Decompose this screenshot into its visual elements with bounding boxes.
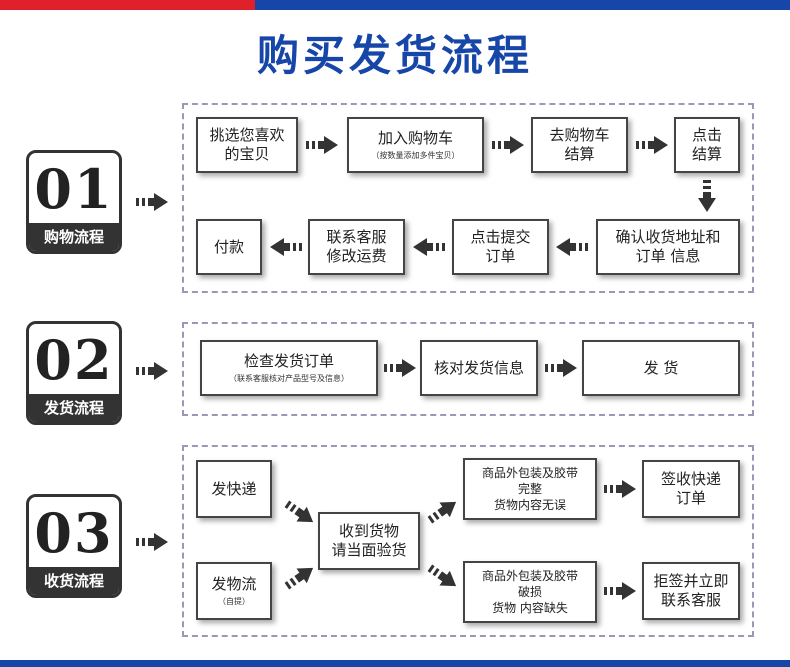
step-inspect-goods-text: 收到货物 请当面验货 — [331, 522, 407, 559]
step-package-intact: 商品外包装及胶带 完整 货物内容无误 — [463, 458, 597, 520]
step-send-logistics: 发物流 （自提） — [196, 562, 272, 620]
step-sign-for-order: 签收快递 订单 — [642, 460, 740, 518]
step-confirm-address-text: 确认收货地址和 订单 信息 — [615, 228, 721, 265]
step-checkout-text: 点击 结算 — [691, 126, 722, 163]
step-contact-service-shipping-text: 联系客服 修改运费 — [326, 228, 387, 265]
step-confirm-address: 确认收货地址和 订单 信息 — [596, 219, 740, 275]
bottom-bar — [0, 660, 790, 667]
step-check-order-note: （联系客服核对产品型号及信息） — [229, 373, 349, 383]
step-send-logistics-note: （自提） — [218, 596, 250, 606]
step-select-item-text: 挑选您喜欢 的宝贝 — [209, 126, 285, 163]
step-check-order: 检查发货订单 （联系客服核对产品型号及信息） — [200, 340, 378, 396]
step-submit-order-text: 点击提交 订单 — [470, 228, 531, 265]
stage-3-number: 03 — [34, 501, 114, 565]
step-add-to-cart: 加入购物车 （按数量添加多件宝贝） — [347, 117, 484, 173]
step-verify-shipping: 核对发货信息 — [420, 340, 538, 396]
step-checkout: 点击 结算 — [674, 117, 740, 173]
stage-1-badge: 01 购物流程 — [26, 150, 122, 254]
step-pay: 付款 — [196, 219, 262, 275]
step-select-item: 挑选您喜欢 的宝贝 — [196, 117, 298, 173]
step-ship: 发 货 — [582, 340, 740, 396]
step-sign-for-order-text: 签收快递 订单 — [660, 470, 721, 507]
step-send-logistics-text: 发物流 — [211, 574, 257, 593]
step-go-to-cart: 去购物车 结算 — [531, 117, 628, 173]
stage-2-badge: 02 发货流程 — [26, 321, 122, 425]
step-send-express: 发快递 — [196, 460, 272, 518]
top-bar-red — [0, 0, 255, 10]
step-package-damaged: 商品外包装及胶带 破损 货物 内容缺失 — [463, 561, 597, 623]
step-contact-service-shipping: 联系客服 修改运费 — [308, 219, 405, 275]
step-verify-shipping-text: 核对发货信息 — [433, 358, 524, 377]
stage-1-number: 01 — [34, 157, 114, 221]
stage-1-label: 购物流程 — [29, 223, 119, 251]
step-inspect-goods: 收到货物 请当面验货 — [318, 512, 420, 570]
step-go-to-cart-text: 去购物车 结算 — [549, 126, 610, 163]
stage-3-label: 收货流程 — [29, 567, 119, 595]
step-refuse-contact: 拒签并立即 联系客服 — [642, 562, 740, 620]
stage-2-label: 发货流程 — [29, 394, 119, 422]
step-ship-text: 发 货 — [643, 358, 679, 377]
stage-2-number: 02 — [34, 328, 114, 392]
step-package-intact-text: 商品外包装及胶带 完整 货物内容无误 — [481, 466, 578, 512]
top-bar-blue — [255, 0, 790, 10]
page-title: 购买发货流程 — [256, 31, 533, 80]
step-package-damaged-text: 商品外包装及胶带 破损 货物 内容缺失 — [481, 569, 578, 615]
step-pay-text: 付款 — [213, 237, 244, 256]
step-add-to-cart-text: 加入购物车 — [377, 128, 453, 147]
step-refuse-contact-text: 拒签并立即 联系客服 — [653, 572, 729, 609]
step-check-order-text: 检查发货订单 — [243, 351, 334, 370]
step-send-express-text: 发快递 — [211, 479, 257, 498]
stage-3-badge: 03 收货流程 — [26, 494, 122, 598]
step-add-to-cart-note: （按数量添加多件宝贝） — [371, 150, 460, 160]
step-submit-order: 点击提交 订单 — [452, 219, 549, 275]
